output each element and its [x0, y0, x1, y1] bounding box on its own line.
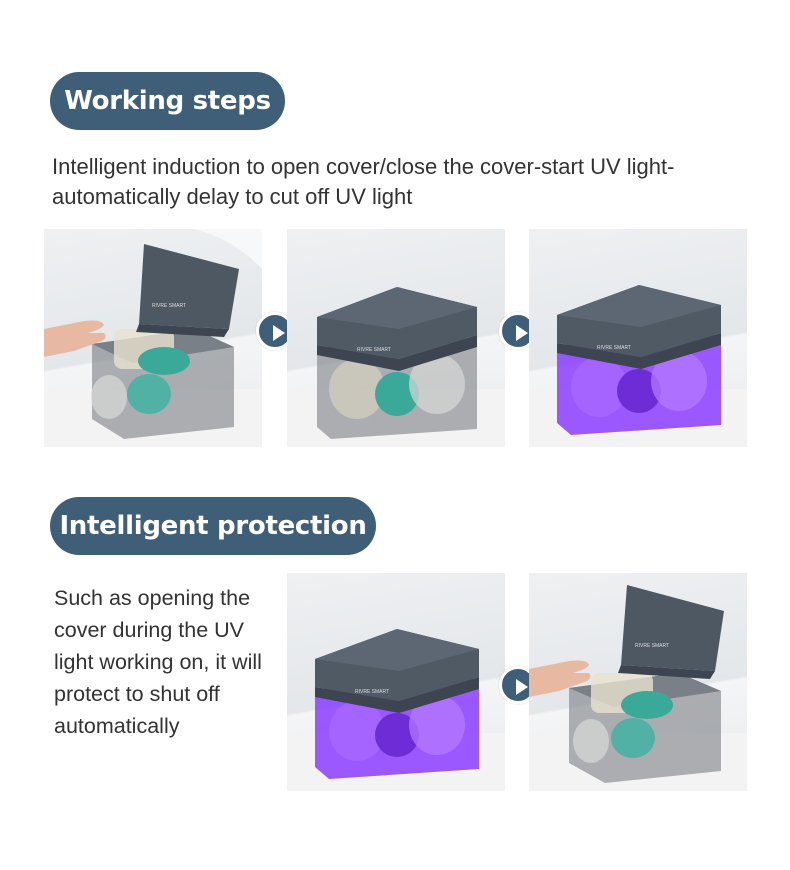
- photo-hand-open-cover: RIVRE SMART: [44, 229, 262, 447]
- intelligent-protection-title: Intelligent protection: [50, 497, 376, 555]
- intelligent-protection-description: Such as opening the cover during the UV …: [54, 586, 262, 738]
- play-arrow-icon: [256, 312, 294, 350]
- brand-text: RIVRE SMART: [357, 347, 391, 353]
- photo-cover-closed: RIVRE SMART: [287, 229, 505, 447]
- photo-uv-light-on: RIVRE SMART: [529, 229, 747, 447]
- brand-text: RIVRE SMART: [597, 345, 631, 351]
- photo-uv-light-working: RIVRE SMART: [287, 573, 505, 791]
- brand-text: RIVRE SMART: [355, 689, 389, 695]
- working-steps-description: Intelligent induction to open cover/clos…: [52, 154, 675, 209]
- working-steps-title: Working steps: [50, 72, 285, 130]
- brand-text: RIVRE SMART: [152, 303, 186, 309]
- brand-text: RIVRE SMART: [635, 643, 669, 649]
- photo-hand-open-cover-shut-off: RIVRE SMART: [529, 573, 747, 791]
